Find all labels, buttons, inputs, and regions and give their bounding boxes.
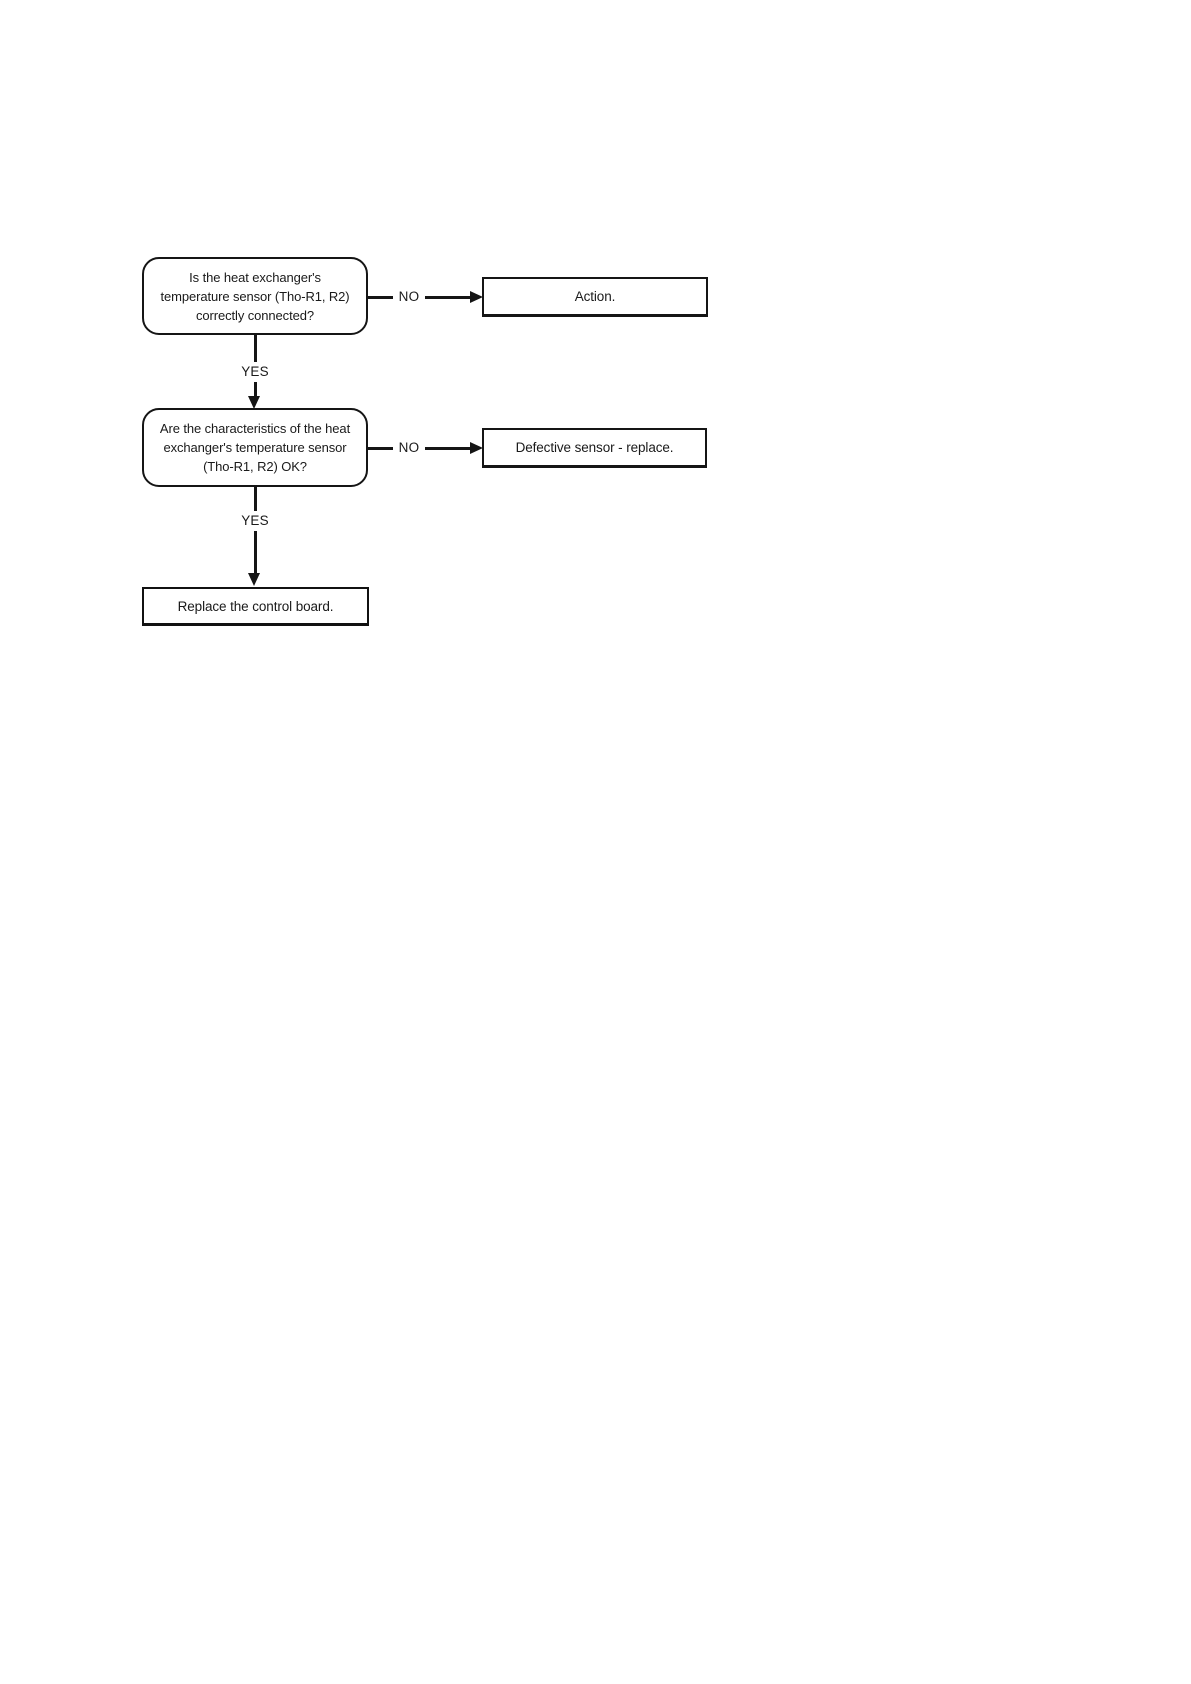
no-edge-1-line-segment [368, 296, 396, 299]
action-box-action: Action. [482, 277, 708, 317]
terminal-label: Replace the control board. [177, 598, 334, 614]
no-edge-1-label: NO [393, 287, 425, 307]
action-1-label: Action. [574, 289, 616, 304]
yes-edge-1-label: YES [230, 362, 280, 382]
action-2-label: Defective sensor - replace. [515, 440, 674, 455]
no-edge-2-label: NO [393, 438, 425, 458]
decision-2-line-2: exchanger's temperature sensor [163, 440, 347, 455]
no-edge-2-line-segment [424, 447, 470, 450]
arrowhead-down-icon [248, 573, 260, 586]
action-box-defective-sensor: Defective sensor - replace. [482, 428, 707, 468]
decision-box-sensor-connected: Is the heat exchanger's temperature sens… [142, 257, 368, 335]
no-edge-1-line-segment [424, 296, 470, 299]
decision-1-line-2: temperature sensor (Tho-R1, R2) [160, 288, 350, 304]
decision-1-line-1: Is the heat exchanger's [189, 269, 321, 285]
decision-2-line-3: (Tho-R1, R2) OK? [203, 459, 307, 474]
arrowhead-down-icon [248, 396, 260, 409]
arrowhead-right-icon [470, 290, 483, 303]
arrowhead-right-icon [470, 441, 483, 454]
terminal-box-replace-control-board: Replace the control board. [142, 587, 369, 626]
decision-1-line-3: correctly connected? [196, 307, 314, 323]
decision-box-sensor-characteristics: Are the characteristics of the heat exch… [142, 408, 368, 487]
yes-edge-2-label: YES [230, 511, 280, 531]
decision-2-line-1: Are the characteristics of the heat [159, 421, 351, 436]
yes-edge-2-line [254, 487, 257, 575]
no-edge-2-line-segment [368, 447, 396, 450]
